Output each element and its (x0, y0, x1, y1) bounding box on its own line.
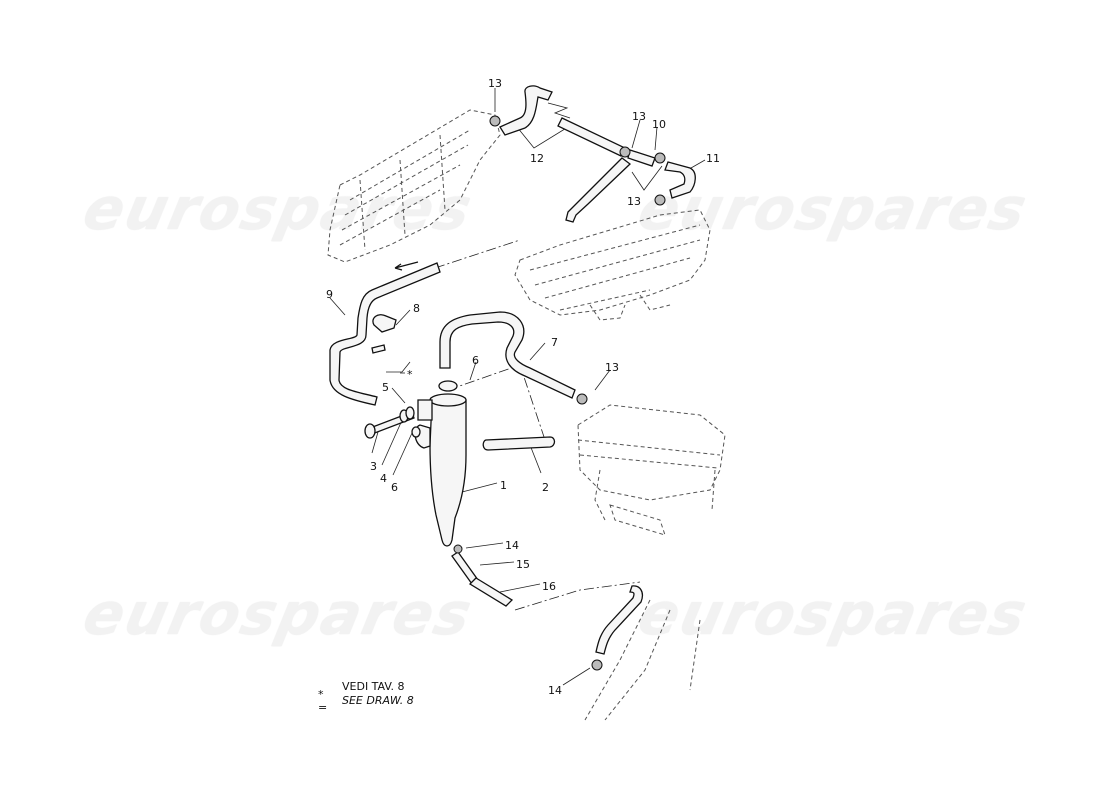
cylinder-head-right-outline (514, 209, 711, 321)
flow-arrow (394, 261, 419, 271)
clamp-14-a (453, 544, 463, 554)
callout-10: 10 (652, 118, 666, 131)
callout-3: 3 (370, 460, 377, 473)
callout-16: 16 (542, 580, 556, 593)
callout-13: 13 (627, 195, 641, 208)
cylinder-head-left-outline (327, 109, 501, 263)
callout-8: 8 (413, 302, 420, 315)
callout-11: 11 (706, 152, 720, 165)
bracket-8 (372, 314, 397, 333)
callout-13: 13 (632, 110, 646, 123)
screw-star (371, 344, 386, 354)
clamp-13-e (576, 393, 588, 405)
legend-line-english: SEE DRAW. 8 (342, 694, 414, 707)
legend-symbol: * = (318, 688, 328, 714)
hose-16-corrugated (468, 577, 514, 607)
callout-14: 14 (505, 539, 519, 552)
callout-4: 4 (380, 472, 387, 485)
hose-11 (664, 161, 696, 199)
oil-separator-body (429, 399, 467, 547)
callout-15: 15 (516, 558, 530, 571)
washer-5 (405, 406, 415, 420)
clamp-13-a (489, 115, 501, 127)
hose-12-straight (557, 117, 626, 157)
hose-16-bend (595, 585, 644, 655)
hose-10-connector (627, 149, 656, 167)
clamp-13-c (654, 152, 666, 164)
callout-9: 9 (326, 288, 333, 301)
callout-star: * (407, 368, 413, 381)
callout-6: 6 (472, 354, 479, 367)
hose-12-upper (499, 85, 553, 136)
hose-9 (329, 262, 441, 406)
hose-long-descending (565, 157, 632, 223)
washer-6-upper (438, 380, 458, 392)
callout-6: 6 (391, 481, 398, 494)
clamp-14-b (591, 659, 603, 671)
callout-7: 7 (551, 336, 558, 349)
clamp-13-d (654, 194, 666, 206)
callout-1: 1 (500, 479, 507, 492)
air-box-outline (577, 404, 726, 536)
callout-2: 2 (542, 481, 549, 494)
washer-6-lower (411, 426, 421, 438)
clamp-13-b (619, 146, 631, 158)
legend-line-italian: VEDI TAV. 8 (342, 680, 405, 693)
bracket-2 (482, 436, 556, 451)
callout-14: 14 (548, 684, 562, 697)
callout-5: 5 (382, 381, 389, 394)
callout-12: 12 (530, 152, 544, 165)
hose-7 (439, 311, 576, 399)
callout-13: 13 (605, 361, 619, 374)
callout-13: 13 (488, 77, 502, 90)
